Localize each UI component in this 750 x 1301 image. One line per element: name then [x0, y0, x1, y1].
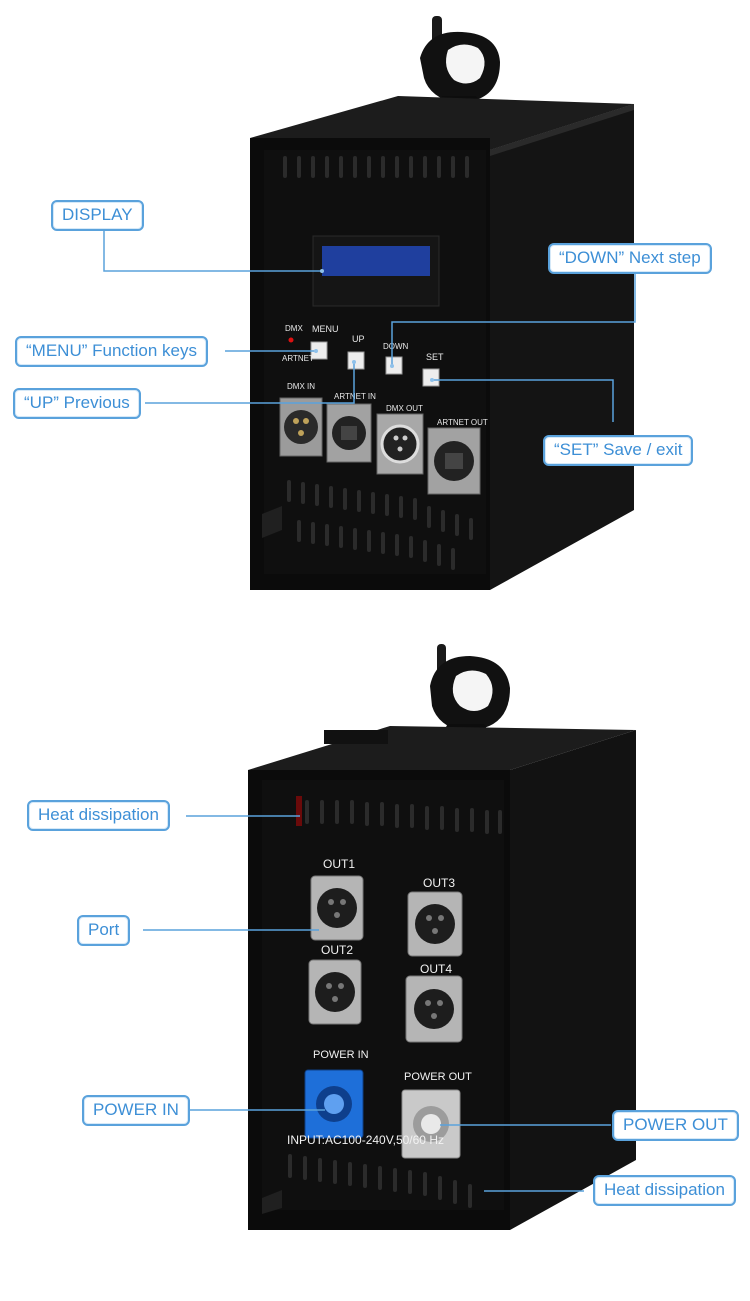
artnet-out-connector: [427, 427, 481, 495]
callout-port: Port: [77, 915, 131, 946]
dmx-out-connector: [376, 413, 424, 475]
up-button[interactable]: [347, 351, 365, 370]
artnet-out-label: ARTNET OUT: [437, 418, 488, 427]
out4-label: OUT4: [420, 962, 453, 976]
out1-connector: [310, 875, 364, 941]
back-unit: [248, 644, 636, 1230]
dmx-out-label: DMX OUT: [386, 404, 423, 413]
dmx-label: DMX: [285, 324, 303, 333]
callout-menu: “MENU” Function keys: [15, 336, 208, 367]
callout-heat-dissipation-bottom: Heat dissipation: [593, 1175, 736, 1206]
set-label: SET: [426, 352, 444, 362]
callout-heat-dissipation-top: Heat dissipation: [27, 800, 170, 831]
down-label: DOWN: [383, 342, 409, 351]
input-rating-label: INPUT:AC100-240V,50/60 Hz: [287, 1133, 444, 1147]
callout-display: DISPLAY: [51, 200, 144, 231]
out4-connector: [405, 975, 463, 1043]
artnet-in-label: ARTNET IN: [334, 392, 376, 401]
dmx-in-connector: [279, 397, 323, 457]
power-in-label: POWER IN: [313, 1049, 369, 1061]
callout-power-out: POWER OUT: [612, 1110, 739, 1141]
power-out-label: POWER OUT: [404, 1071, 472, 1083]
callout-up: “UP” Previous: [13, 388, 141, 419]
power-in-connector: [304, 1069, 364, 1139]
callout-power-in: POWER IN: [82, 1095, 190, 1126]
up-label: UP: [352, 334, 365, 344]
set-button[interactable]: [422, 368, 440, 387]
dmx-in-label: DMX IN: [287, 382, 315, 391]
front-unit: [250, 16, 634, 590]
callout-set: “SET” Save / exit: [543, 435, 694, 466]
callout-down: “DOWN” Next step: [548, 243, 712, 274]
power-out-connector: [401, 1089, 461, 1159]
artnet-in-connector: [326, 403, 372, 463]
menu-label: MENU: [312, 324, 339, 334]
out3-connector: [407, 891, 463, 957]
artnet-label: ARTNET: [282, 354, 314, 363]
out3-label: OUT3: [423, 876, 456, 890]
out2-connector: [308, 959, 362, 1025]
out1-label: OUT1: [323, 857, 356, 871]
dmx-led: [288, 337, 294, 343]
down-button[interactable]: [385, 356, 403, 375]
out2-label: OUT2: [321, 943, 354, 957]
